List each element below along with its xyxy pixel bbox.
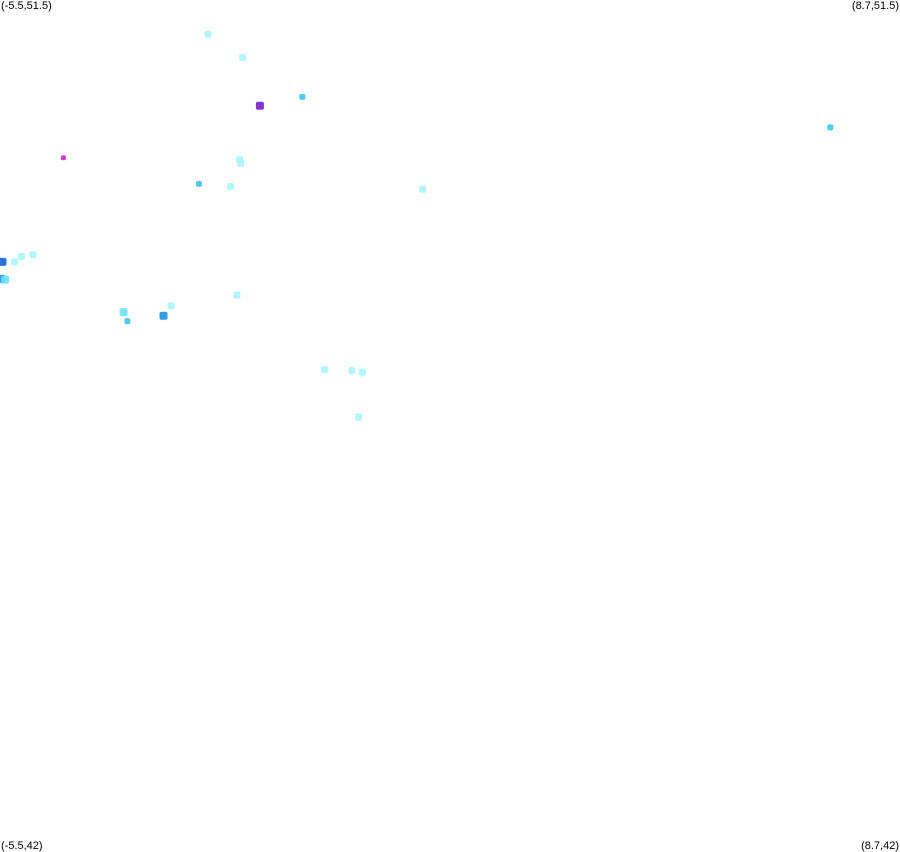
map-point [124, 318, 131, 325]
map-point [233, 291, 241, 299]
map-point [29, 251, 37, 259]
map-point [255, 101, 264, 110]
map-point [167, 302, 175, 310]
corner-label-top-left: (-5.5,51.5) [1, 0, 52, 12]
map-point [1, 275, 10, 284]
corner-label-bottom-left: (-5.5,42) [1, 840, 43, 852]
map-point [348, 366, 356, 374]
corner-label-bottom-right: (8.7,42) [861, 840, 899, 852]
map-point [237, 159, 245, 167]
map-point [827, 124, 834, 131]
map-point [18, 253, 25, 260]
map-point [239, 53, 247, 61]
map-point [119, 308, 128, 317]
map-point [159, 311, 168, 320]
map-point [60, 155, 66, 161]
map-point [355, 413, 363, 421]
map-point [11, 258, 19, 266]
map-point [321, 366, 328, 373]
map-point [0, 257, 7, 266]
map-point [196, 180, 202, 187]
map-point [299, 93, 306, 100]
map-point [359, 368, 366, 376]
map-point [227, 183, 235, 190]
map-point [204, 30, 212, 38]
map-point [419, 185, 427, 193]
corner-label-top-right: (8.7,51.5) [851, 0, 899, 12]
